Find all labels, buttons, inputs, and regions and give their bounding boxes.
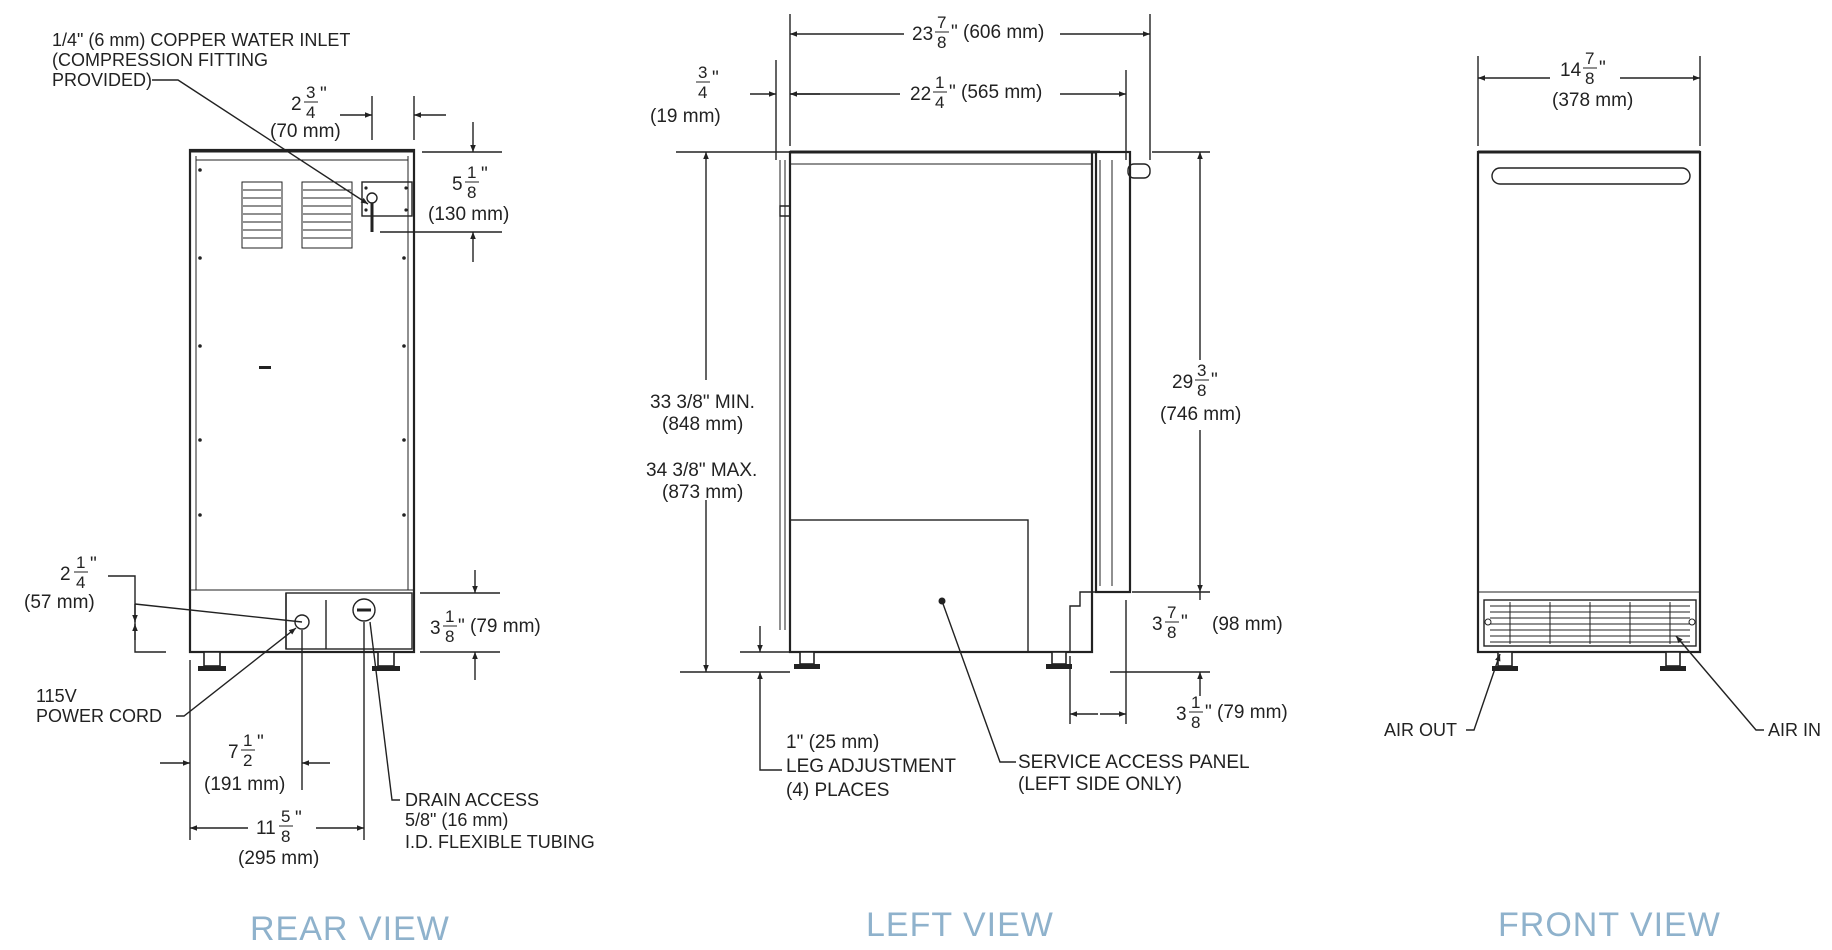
left-door	[1094, 150, 1132, 594]
service-access-panel	[789, 519, 1029, 653]
drain-height-den: 8	[445, 627, 454, 646]
drain-access-label-2: 5/8" (16 mm)	[405, 810, 508, 830]
left-view: 23 7 8 " (606 mm) 22 1 4 " (565 mm) 3 4 …	[646, 13, 1288, 944]
cord-height-whole: 2	[60, 564, 71, 585]
left-view-title: LEFT VIEW	[866, 906, 1054, 944]
kick-height-unit: "	[1181, 612, 1188, 633]
front-view: 14 7 8 " (378 mm) AIR OUT AIR IN FRONT V…	[1384, 49, 1821, 944]
door-thickness-den: 4	[698, 83, 707, 102]
drain-offset-unit: "	[295, 808, 302, 829]
power-cord-port	[294, 614, 310, 630]
cabinet-depth-unit: " (565 mm)	[949, 82, 1042, 103]
rear-view-title: REAR VIEW	[250, 910, 450, 948]
kick-depth-whole: 3	[1176, 704, 1187, 725]
left-cabinet	[788, 150, 1094, 654]
front-handle	[1491, 167, 1691, 185]
overall-depth-num: 7	[937, 13, 946, 32]
door-height-unit: "	[1211, 370, 1218, 391]
cord-height-mm: (57 mm)	[24, 592, 95, 613]
drain-port	[352, 598, 376, 622]
height-min-1: 33 3/8" MIN.	[650, 392, 755, 413]
overall-depth-unit: " (606 mm)	[951, 22, 1044, 43]
cord-offset-whole: 7	[228, 742, 239, 763]
cord-offset-unit: "	[257, 732, 264, 753]
power-cord-label-1: 115V	[36, 686, 77, 706]
door-height-mm: (746 mm)	[1160, 404, 1241, 425]
inlet-offset-num: 3	[306, 83, 315, 102]
kick-height-whole: 3	[1152, 614, 1163, 635]
kick-depth-den: 8	[1191, 713, 1200, 732]
front-width-den: 8	[1585, 69, 1594, 88]
inlet-offset-unit: "	[320, 84, 327, 105]
inlet-height-unit: "	[481, 164, 488, 185]
cabinet-depth-num: 1	[935, 73, 944, 92]
inlet-offset-whole: 2	[291, 94, 302, 115]
height-min-2: (848 mm)	[662, 414, 743, 435]
air-in-label: AIR IN	[1768, 720, 1821, 740]
inlet-offset-mm: (70 mm)	[270, 121, 341, 142]
cord-height-unit: "	[90, 554, 97, 575]
inlet-height-whole: 5	[452, 174, 463, 195]
leg-adjustment-1: 1" (25 mm)	[786, 732, 879, 753]
kick-height-mm: (98 mm)	[1212, 614, 1283, 635]
door-thickness-unit: "	[712, 68, 719, 89]
height-max-2: (873 mm)	[662, 482, 743, 503]
cabinet-depth-whole: 22	[910, 84, 931, 105]
kick-height-den: 8	[1167, 623, 1176, 642]
inlet-height-mm: (130 mm)	[428, 204, 509, 225]
drain-access-label-1: DRAIN ACCESS	[405, 790, 539, 810]
leg-adjustment-3: (4) PLACES	[786, 780, 889, 801]
cord-offset-den: 2	[243, 751, 252, 770]
water-inlet-label-1: 1/4" (6 mm) COPPER WATER INLET	[52, 30, 350, 50]
inlet-offset-den: 4	[306, 103, 315, 122]
drain-offset-whole: 11	[256, 818, 276, 839]
service-panel-2: (LEFT SIDE ONLY)	[1018, 774, 1182, 795]
service-panel-1: SERVICE ACCESS PANEL	[1018, 752, 1250, 773]
front-cabinet	[1476, 150, 1702, 654]
cabinet-depth-den: 4	[935, 93, 944, 112]
water-inlet-label-3: PROVIDED)	[52, 70, 152, 90]
kick-depth-num: 1	[1191, 693, 1200, 712]
air-out-label: AIR OUT	[1384, 720, 1457, 740]
inlet-height-den: 8	[467, 183, 476, 202]
door-height-num: 3	[1197, 361, 1206, 380]
drain-offset-mm: (295 mm)	[238, 848, 319, 869]
drain-height-num: 1	[445, 607, 454, 626]
front-width-num: 7	[1585, 49, 1594, 68]
door-height-den: 8	[1197, 381, 1206, 400]
overall-depth-whole: 23	[912, 24, 933, 45]
cord-height-num: 1	[76, 553, 85, 572]
drain-offset-den: 8	[281, 827, 290, 846]
front-width-whole: 14	[1560, 60, 1582, 81]
drain-access-label-3: I.D. FLEXIBLE TUBING	[405, 832, 595, 852]
front-view-title: FRONT VIEW	[1498, 906, 1721, 944]
front-grille	[1483, 599, 1697, 647]
kick-height-num: 7	[1167, 603, 1176, 622]
rear-view: 1/4" (6 mm) COPPER WATER INLET (COMPRESS…	[24, 30, 595, 948]
cord-offset-num: 1	[243, 731, 252, 750]
front-width-mm: (378 mm)	[1552, 90, 1633, 111]
height-max-1: 34 3/8" MAX.	[646, 460, 757, 481]
cord-offset-mm: (191 mm)	[204, 774, 285, 795]
rear-vent-grille	[241, 181, 353, 249]
drain-height-unit: " (79 mm)	[458, 616, 541, 637]
leg-adjustment-2: LEG ADJUSTMENT	[786, 756, 956, 777]
drain-offset-num: 5	[281, 807, 290, 826]
water-inlet-label-2: (COMPRESSION FITTING	[52, 50, 268, 70]
power-cord-label-2: POWER CORD	[36, 706, 162, 726]
front-width-unit: "	[1599, 58, 1606, 79]
door-thickness-mm: (19 mm)	[650, 106, 721, 127]
kick-depth-unit: " (79 mm)	[1205, 702, 1288, 723]
door-height-whole: 29	[1172, 372, 1193, 393]
door-thickness-num: 3	[698, 63, 707, 82]
drain-height-whole: 3	[430, 618, 441, 639]
inlet-height-num: 1	[467, 163, 476, 182]
cord-height-den: 4	[76, 573, 85, 592]
overall-depth-den: 8	[937, 33, 946, 52]
